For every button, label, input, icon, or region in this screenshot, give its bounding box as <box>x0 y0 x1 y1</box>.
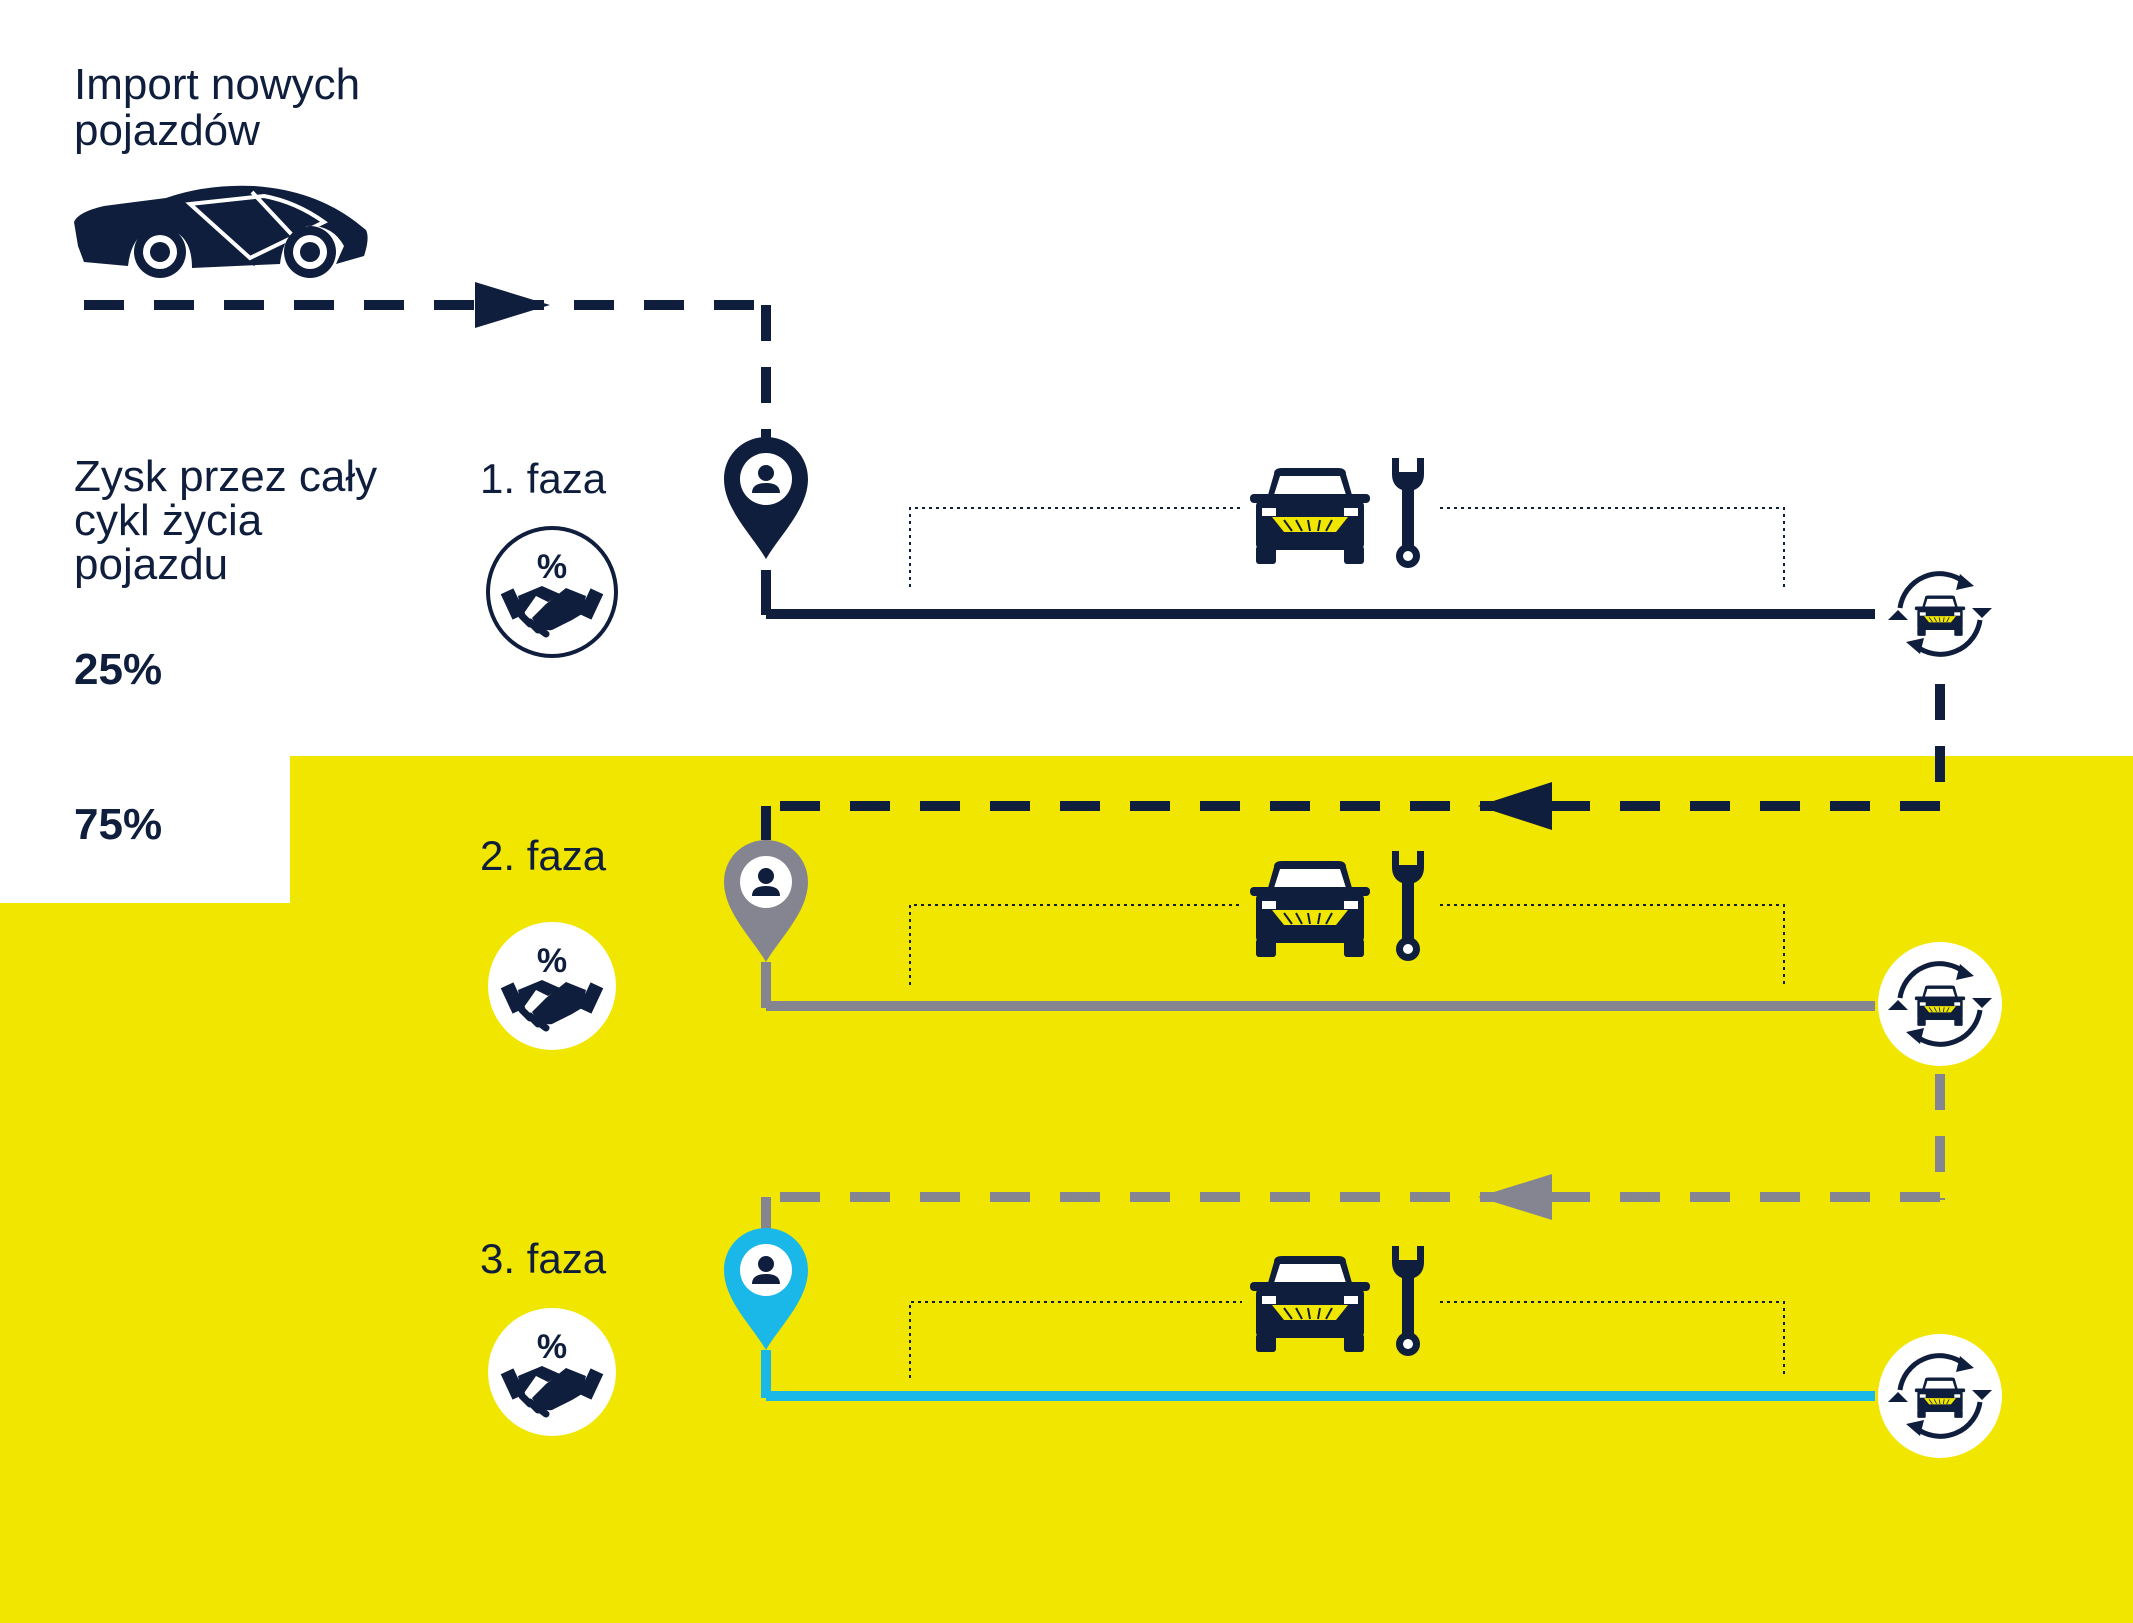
phase-2-label: 2. faza <box>480 832 607 879</box>
transition-1-2-line <box>761 684 1945 840</box>
car-cycle-icon <box>1878 1334 2002 1458</box>
arrow-right-icon <box>475 282 550 328</box>
handshake-percent-icon <box>486 526 618 658</box>
sports-car-icon <box>74 185 368 278</box>
wrench-icon <box>1392 458 1424 568</box>
arrow-left-icon <box>1478 1174 1552 1220</box>
lifecycle-profit-title: Zysk przez cały cykl życia pojazdu <box>74 452 378 589</box>
handshake-percent-icon <box>488 922 616 1050</box>
car-front-icon <box>1249 467 1371 565</box>
profit-share-phase-1: 25% <box>74 645 163 694</box>
service-bracket <box>909 904 1785 985</box>
import-title: Import nowych pojazdów <box>74 60 361 155</box>
handshake-percent-icon <box>488 1308 616 1436</box>
phase-3-label: 3. faza <box>480 1235 607 1282</box>
car-cycle-icon <box>1884 558 1996 670</box>
import-flow-line <box>84 282 771 445</box>
arrow-left-icon <box>1478 782 1552 830</box>
car-cycle-icon <box>1878 942 2002 1066</box>
location-pin-person-icon <box>724 437 808 559</box>
service-bracket <box>909 1301 1785 1378</box>
phase-1-label: 1. faza <box>480 455 607 502</box>
profit-share-later-phases: 75% <box>74 800 163 849</box>
service-bracket <box>909 507 1785 587</box>
yellow-background <box>0 756 2133 1623</box>
